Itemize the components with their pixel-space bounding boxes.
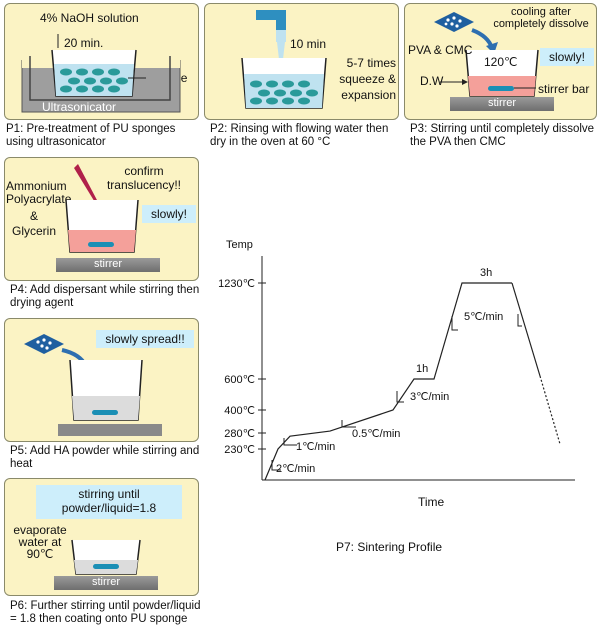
rate-triangle [451,316,458,331]
p2-time: 10 min [290,37,327,51]
y-tick-label: 400℃ [224,405,255,417]
p1-title: 4% NaOH solution [40,11,139,25]
p3-dw: D.W [420,74,444,88]
p6-stirrer: stirrer [54,576,158,590]
p2-caption: P2: Rinsing with flowing water then dry … [210,123,389,148]
y-tick-label: 600℃ [224,374,255,386]
y-tick-label: 1230℃ [218,278,255,290]
rate-label: 5℃/min [464,311,503,323]
p3-cooling: cooling after completely dissolve [493,6,589,30]
p6-note: stirring until powder/liquid=1.8 [36,485,182,519]
y-ticks: 1230℃ 600℃ 400℃ 280℃ 230℃ [218,278,266,456]
hold-label: 1h [416,363,428,375]
cooling-line-dashed [539,375,561,445]
profile-line [264,282,512,481]
y-tick-label: 230℃ [224,444,255,456]
p5-note: slowly spread!! [96,330,194,348]
rate-triangle [517,314,522,327]
annotation-group: 2℃/min 1℃/min 0.5℃/min 3℃/min 5℃/min 1h 3h [271,267,522,475]
p4-stirrer: stirrer [56,258,160,272]
p3-slowly: slowly! [540,48,594,66]
p3-stirbar: stirrer bar [538,82,590,96]
profile-line-group [264,282,561,481]
p1-time: 20 min. [64,36,104,50]
rate-label: 0.5℃/min [352,428,400,440]
p4-amp: & [30,209,39,223]
cooling-line [511,282,541,377]
rate-triangle [396,391,404,403]
p1-caption: P1: Pre-treatment of PU sponges using ul… [6,123,176,148]
p4-confirm: confirm translucency!! [106,164,182,192]
p3-caption: P3: Stirring until completely dissolve t… [410,123,595,148]
p4-caption: P4: Add dispersant while stirring then d… [10,284,200,309]
p5-caption: P5: Add HA powder while stirring and hea… [10,445,200,470]
p2-note: 5-7 times squeeze & expansion [339,56,396,102]
rate-label: 1℃/min [296,441,335,453]
rate-triangle [341,420,356,428]
rate-triangle [271,460,281,471]
p1-device-label: Ultrasonicator [42,100,117,114]
p4-slowly: slowly! [142,205,196,223]
p7-caption: P7: Sintering Profile [336,540,443,554]
p3-temp: 120℃ [484,55,518,69]
p4-reagent2: Glycerin [12,224,57,238]
rate-label: 3℃/min [410,391,449,403]
p4-reagent1: Ammonium Polyacrylate [6,179,72,206]
chart-axes [261,256,575,481]
y-tick-label: 280℃ [224,428,255,440]
x-axis-label: Time [418,495,445,509]
p3-stirrer: stirrer [450,97,554,111]
y-axis-label: Temp [226,239,253,251]
rate-label: 2℃/min [276,463,315,475]
p3-reagents: PVA & CMC [408,43,473,57]
hold-label: 3h [480,267,492,279]
p6-caption: P6: Further stirring until powder/liquid… [10,600,201,625]
rate-triangle [283,438,297,446]
p6-evap: evaporate water at 90℃ [13,523,67,561]
